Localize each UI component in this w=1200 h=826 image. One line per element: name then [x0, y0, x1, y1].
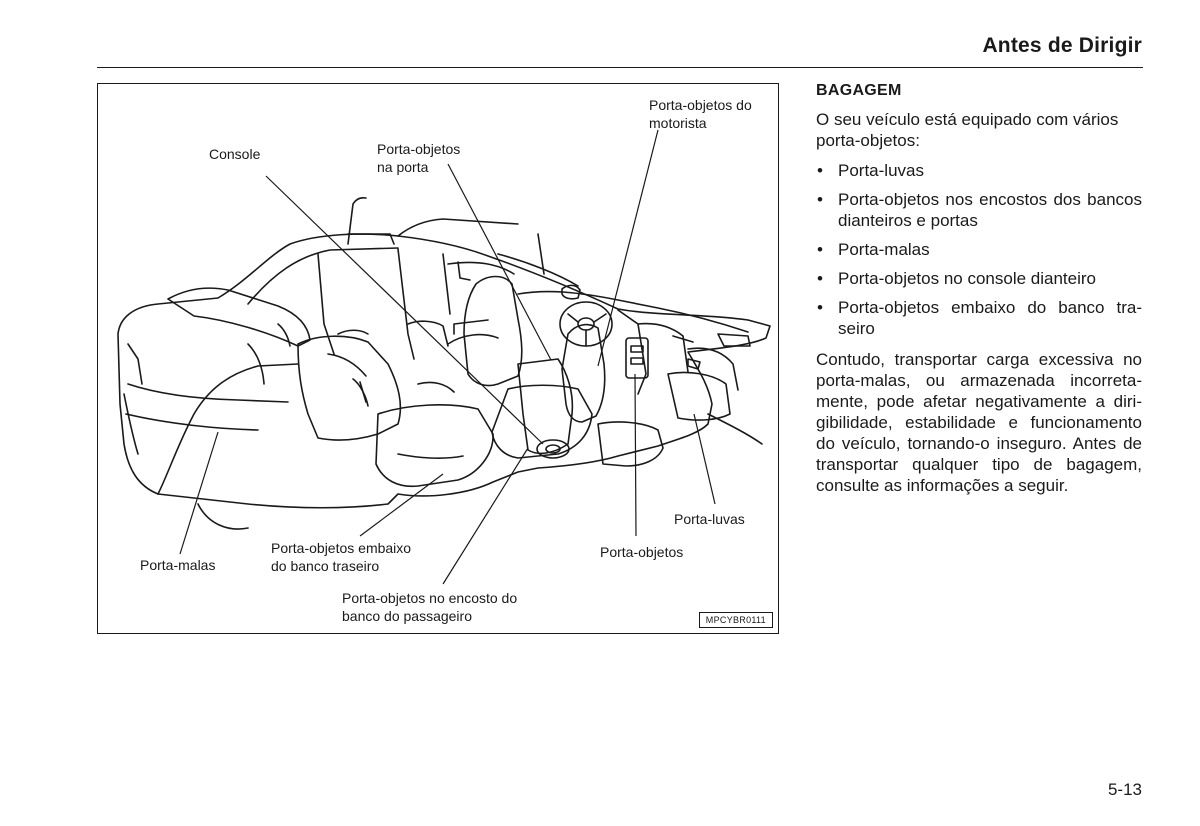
leader-passenger-seatback	[442, 447, 529, 585]
label-glove-box: Porta-luvas	[674, 511, 745, 527]
leader-trunk	[179, 431, 219, 555]
storage-list: •Porta-luvas •Porta-objetos nos encostos…	[816, 160, 1142, 339]
list-item: •Porta-objetos no console dianteiro	[817, 269, 1096, 288]
body-paragraph: Contudo, transportar carga excessiva no …	[816, 350, 1142, 495]
center-console	[517, 358, 574, 455]
label-console: Console	[209, 146, 261, 162]
label-door-storage: Porta-objetos na porta	[377, 141, 461, 175]
page-number: 5-13	[1107, 780, 1142, 799]
label-under-rear-seat: Porta-objetos embaixo do banco traseiro	[271, 540, 412, 574]
intro-paragraph: O seu veículo está equipado com vários p…	[816, 110, 1119, 150]
car-body-outline	[117, 233, 771, 509]
dashboard	[517, 290, 749, 333]
page-header-title: Antes de Dirigir	[982, 34, 1142, 57]
label-storage: Porta-objetos	[600, 544, 684, 560]
bullet-icon: •	[817, 240, 823, 259]
list-item: •Porta-luvas	[817, 161, 924, 180]
leader-under-rear-seat	[359, 473, 444, 537]
car-cutaway-illustration	[117, 129, 771, 585]
header-rule	[97, 67, 1143, 68]
bullet-icon: •	[817, 190, 823, 209]
car-interior-figure: Porta-objetos do motorista Console Porta…	[97, 83, 779, 634]
leader-storage	[634, 373, 637, 537]
leader-driver-storage	[597, 129, 659, 367]
label-driver-storage: Porta-objetos do motorista	[649, 97, 752, 131]
glove-box	[667, 371, 731, 421]
trunk-lid	[167, 287, 311, 347]
bullet-icon: •	[817, 269, 823, 288]
rear-seat	[297, 335, 402, 441]
section-heading: BAGAGEM	[816, 82, 902, 99]
leader-console	[265, 175, 544, 445]
bullet-icon: •	[817, 161, 823, 180]
label-passenger-seatback: Porta-objetos no encosto do banco do pas…	[342, 590, 518, 624]
text-column: BAGAGEM O seu veículo está equipado com …	[816, 80, 1142, 496]
leader-glove-box	[693, 413, 716, 505]
list-item: •Porta-objetos embaixo do banco tra­seir…	[817, 298, 1142, 338]
front-seat	[463, 275, 523, 387]
list-item: •Porta-malas	[817, 240, 930, 259]
leader-door-storage	[447, 163, 552, 361]
label-trunk: Porta-malas	[140, 557, 216, 573]
figure-code: MPCYBR0111	[698, 612, 773, 628]
bullet-icon: •	[817, 298, 823, 317]
list-item: •Porta-objetos nos encostos dos bancos d…	[817, 190, 1142, 230]
